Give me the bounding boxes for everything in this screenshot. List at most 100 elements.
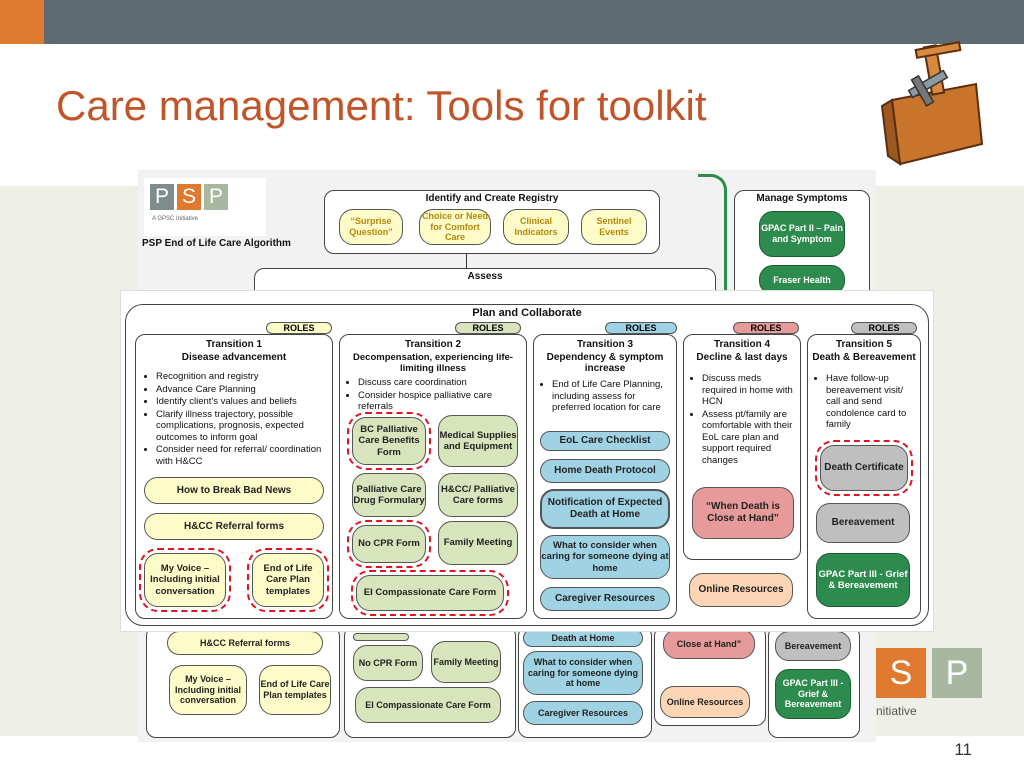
bg-transition-3-bottom: Death at Home What to consider when cari… <box>518 626 652 738</box>
bg-online-resources-pill: Online Resources <box>660 686 750 718</box>
transition-5-title: Transition 5 <box>835 339 893 350</box>
when-death-is-close-pill[interactable]: “When Death is Close at Hand” <box>692 487 794 539</box>
bg-bereavement-pill: Bereavement <box>775 631 851 661</box>
transition-5-box: Transition 5 Death & Bereavement Have fo… <box>807 334 921 619</box>
transition-3-box: Transition 3 Dependency & symptom increa… <box>533 334 677 619</box>
transition-1-subtitle: Disease advancement <box>181 352 287 363</box>
family-meeting-pill[interactable]: Family Meeting <box>438 521 518 565</box>
t4-bullet: Assess pt/family are comfortable with th… <box>702 409 798 467</box>
hcc-referral-forms-pill[interactable]: H&CC Referral forms <box>144 513 324 540</box>
surprise-question-pill: “Surprise Question” <box>339 209 403 245</box>
roles-tag-1: ROLES <box>266 322 332 334</box>
transition-4-bullets: Discuss meds required in home with HCN A… <box>686 373 798 468</box>
bg-gpac-part-3-pill: GPAC Part III - Grief & Bereavement <box>775 669 851 719</box>
t4-bullet: Discuss meds required in home with HCN <box>702 373 798 408</box>
logo-bottom-tagline: nitiative <box>876 704 917 718</box>
hcc-palliative-care-forms-pill[interactable]: H&CC/ Palliative Care forms <box>438 473 518 517</box>
roles-tag-5: ROLES <box>851 322 917 334</box>
my-voice-pill[interactable]: My Voice – Including initial conversatio… <box>139 548 231 612</box>
bereavement-pill[interactable]: Bereavement <box>816 503 910 543</box>
t5-bullet: Have follow-up bereavement visit/ call a… <box>826 373 918 431</box>
sentinel-events-pill: Sentinel Events <box>581 209 647 245</box>
bg-transition-1-bottom: H&CC Referral forms My Voice – Including… <box>146 626 340 738</box>
transition-5-bullets: Have follow-up bereavement visit/ call a… <box>810 373 918 432</box>
transition-1-box: Transition 1 Disease advancement Recogni… <box>135 334 333 619</box>
palliative-care-drug-formulary-pill[interactable]: Palliative Care Drug Formulary <box>352 473 426 517</box>
eol-care-plan-templates-pill[interactable]: End of Life Care Plan templates <box>247 548 329 612</box>
bg-family-meeting-pill: Family Meeting <box>431 641 501 683</box>
roles-tag-3: ROLES <box>605 322 677 334</box>
bg-transition-2-bottom: No CPR Form Family Meeting EI Compassion… <box>344 626 516 738</box>
transition-2-bullets: Discuss care coordination Consider hospi… <box>342 377 522 414</box>
bg-ei-form-pill: EI Compassionate Care Form <box>355 687 501 723</box>
plan-collaborate-title: Plan and Collaborate <box>472 307 582 319</box>
identify-registry-box: Identify and Create Registry “Surprise Q… <box>324 190 660 254</box>
t2-bullet: Consider hospice palliative care referra… <box>358 390 522 413</box>
transition-3-title: Transition 3 <box>576 339 634 350</box>
bg-transition-5-bottom: Bereavement GPAC Part III - Grief & Bere… <box>768 626 860 738</box>
green-bracket <box>698 174 727 295</box>
t2-bullet: Discuss care coordination <box>358 377 522 389</box>
bg-my-voice-pill: My Voice – Including initial conversatio… <box>169 665 247 715</box>
logo-letter-p2: P <box>204 184 228 210</box>
bg-death-at-home-pill: Death at Home <box>523 629 643 647</box>
caregiver-resources-pill[interactable]: Caregiver Resources <box>540 587 670 611</box>
no-cpr-form-pill[interactable]: No CPR Form <box>347 520 431 568</box>
t3-bullet: End of Life Care Planning, including ass… <box>552 379 674 414</box>
toolbox-icon <box>880 41 984 167</box>
online-resources-pill[interactable]: Online Resources <box>689 573 793 607</box>
transition-4-title: Transition 4 <box>713 339 771 350</box>
t1-bullet: Identify client's values and beliefs <box>156 396 328 408</box>
psp-logo: P S P A GPSC Initiative <box>144 178 266 236</box>
transition-2-title: Transition 2 <box>404 339 462 350</box>
ei-compassionate-care-form-pill[interactable]: EI Compassionate Care Form <box>351 570 509 616</box>
manage-symptoms-title: Manage Symptoms <box>756 193 848 204</box>
transition-5-subtitle: Death & Bereavement <box>812 352 916 363</box>
medical-supplies-pill[interactable]: Medical Supplies and Equipment <box>438 415 518 467</box>
transition-3-bullets: End of Life Care Planning, including ass… <box>536 379 674 415</box>
transition-2-subtitle: Decompensation, experiencing life-limiti… <box>353 352 513 374</box>
bg-hcc-referral-pill: H&CC Referral forms <box>167 631 323 655</box>
page-number: 11 <box>954 740 972 759</box>
clinical-indicators-pill: Clinical Indicators <box>503 209 569 245</box>
what-to-consider-pill[interactable]: What to consider when caring for someone… <box>540 535 670 579</box>
t1-bullet: Consider need for referral/ coordination… <box>156 444 328 467</box>
gpac-part-2-pill: GPAC Part II – Pain and Symptom <box>759 211 845 257</box>
t1-bullet: Recognition and registry <box>156 371 328 383</box>
home-death-protocol-pill[interactable]: Home Death Protocol <box>540 459 670 483</box>
transition-4-box: Transition 4 Decline & last days Discuss… <box>683 334 801 560</box>
roles-tag-2: ROLES <box>455 322 521 334</box>
bg-partial-pill <box>353 633 409 641</box>
transition-2-box: Transition 2 Decompensation, experiencin… <box>339 334 527 619</box>
bc-palliative-care-benefits-pill[interactable]: BC Palliative Care Benefits Form <box>347 412 431 470</box>
eol-care-checklist-pill[interactable]: EoL Care Checklist <box>540 431 670 451</box>
arrow-down <box>466 254 467 268</box>
fraser-health-pill: Fraser Health <box>759 265 845 295</box>
roles-tag-4: ROLES <box>733 322 799 334</box>
logo-tagline: A GPSC Initiative <box>152 216 199 222</box>
psp-logo-bottom: S P nitiative <box>876 648 988 720</box>
bg-eol-templates-pill: End of Life Care Plan templates <box>259 665 331 715</box>
logo-bottom-letter-p: P <box>932 648 982 698</box>
logo-letter-s: S <box>177 184 201 210</box>
death-certificate-pill[interactable]: Death Certificate <box>815 440 913 496</box>
bg-no-cpr-pill: No CPR Form <box>353 645 423 681</box>
top-bar-accent <box>0 0 44 44</box>
comfort-care-pill: Choice or Need for Comfort Care <box>419 209 491 245</box>
transition-1-title: Transition 1 <box>205 339 263 350</box>
how-to-break-bad-news-pill[interactable]: How to Break Bad News <box>144 477 324 504</box>
t1-bullet: Advance Care Planning <box>156 384 328 396</box>
notification-expected-death-pill[interactable]: Notification of Expected Death at Home <box>540 489 670 529</box>
gpac-part-3-pill[interactable]: GPAC Part III - Grief & Bereavement <box>816 553 910 607</box>
assess-title: Assess <box>467 271 503 282</box>
manage-symptoms-box: Manage Symptoms GPAC Part II – Pain and … <box>734 190 870 300</box>
logo-bottom-letter-s: S <box>876 648 926 698</box>
algorithm-title: PSP End of Life Care Algorithm <box>142 238 291 249</box>
logo-letter-p1: P <box>150 184 174 210</box>
transition-1-bullets: Recognition and registry Advance Care Pl… <box>140 371 328 469</box>
transition-4-subtitle: Decline & last days <box>696 352 788 363</box>
slide-title: Care management: Tools for toolkit <box>56 82 707 129</box>
transition-3-subtitle: Dependency & symptom increase <box>546 352 664 374</box>
identify-registry-title: Identify and Create Registry <box>425 193 559 204</box>
t1-bullet: Clarify illness trajectory, possible com… <box>156 409 328 444</box>
